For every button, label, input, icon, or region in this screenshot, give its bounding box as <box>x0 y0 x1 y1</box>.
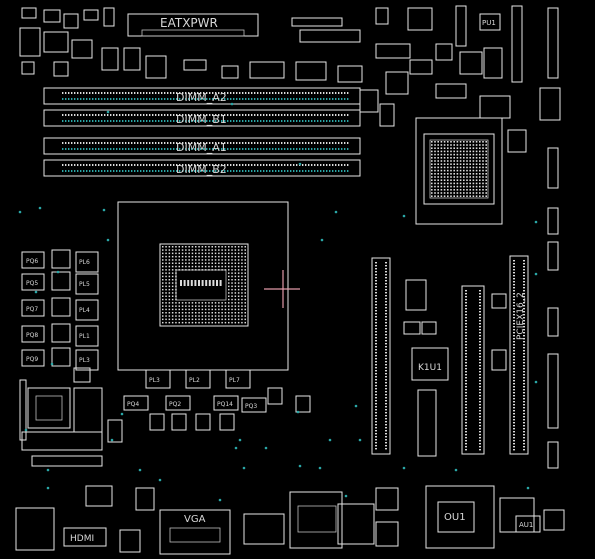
choke <box>75 349 99 371</box>
pl-label: PL5 <box>79 281 90 288</box>
dimm-label: DIMM_A2 <box>176 91 227 104</box>
pq-label: PQ3 <box>245 403 257 410</box>
choke <box>185 369 211 389</box>
mosfet <box>21 273 45 291</box>
labels: EATXPWR PU1 K1U1 OU1 AU1 HDMI VGA PCIEX1… <box>70 16 533 544</box>
mosfet <box>51 323 71 343</box>
pl-label: PL6 <box>79 259 90 266</box>
label-ou1: OU1 <box>444 512 466 523</box>
pq-label: PQ6 <box>26 258 38 265</box>
dimm-label: DIMM_B2 <box>176 163 227 176</box>
label-pcie: PCIEX16_2 <box>516 292 526 340</box>
dimm-slot <box>43 137 361 155</box>
mosfet <box>267 387 283 405</box>
pl-label: PL2 <box>189 377 200 384</box>
mosfet <box>165 395 191 411</box>
top-connectors <box>21 5 559 83</box>
pq-label: PQ9 <box>26 356 38 363</box>
mosfet <box>171 413 187 431</box>
choke <box>225 369 251 389</box>
lower-left-components <box>19 379 123 467</box>
mosfet <box>295 395 311 413</box>
chip-k1u1-group <box>403 321 449 457</box>
pq-label: PQ14 <box>217 401 233 408</box>
pq-label: PQ2 <box>169 401 181 408</box>
mosfet <box>21 325 45 343</box>
mosfet <box>51 297 71 317</box>
mosfet <box>241 397 267 413</box>
mosfet <box>195 413 211 431</box>
pl-label: PL3 <box>149 377 160 384</box>
right-edge-headers <box>547 147 559 469</box>
choke <box>75 299 99 321</box>
mosfet <box>51 249 71 269</box>
bottom-row-components <box>15 485 565 555</box>
upper-left-components <box>19 27 363 83</box>
label-pu1: PU1 <box>482 19 496 27</box>
choke <box>75 251 99 273</box>
chip-k1u1 <box>411 347 449 381</box>
chipset-bga <box>415 117 503 225</box>
pl-label: PL3 <box>79 357 90 364</box>
mosfet <box>149 413 165 431</box>
test-points <box>18 102 538 502</box>
mosfet <box>219 413 235 431</box>
pq-label: PQ8 <box>26 332 38 339</box>
choke <box>145 369 171 389</box>
upper-right-components <box>359 43 561 153</box>
label-k1u1: K1U1 <box>418 363 442 373</box>
choke <box>75 273 99 295</box>
pl-label: PL4 <box>79 307 90 314</box>
dimm-slot <box>43 159 361 177</box>
pcie-slots <box>371 255 529 455</box>
pq-label: PQ7 <box>26 306 38 313</box>
cpu-socket <box>117 201 300 371</box>
pl-label: PL1 <box>79 333 90 340</box>
mosfet <box>21 299 45 317</box>
choke <box>75 325 99 347</box>
pq-label: PQ5 <box>26 280 38 287</box>
dimm-label: DIMM_B1 <box>176 113 227 126</box>
label-atx-power: EATXPWR <box>160 16 218 30</box>
pq-label: PQ4 <box>127 401 139 408</box>
mosfet <box>21 349 45 367</box>
dimm-label: DIMM_A1 <box>176 141 227 154</box>
vga-connector <box>159 509 231 555</box>
pcie-slot <box>461 285 485 455</box>
mosfet <box>213 395 239 411</box>
pcie-slot <box>509 255 529 455</box>
chip-ou1 <box>437 501 475 533</box>
pl-label: PL7 <box>229 377 240 384</box>
label-au1: AU1 <box>519 521 533 529</box>
mosfet <box>21 251 45 269</box>
hdmi-connector <box>63 527 107 547</box>
mosfet <box>51 347 71 367</box>
mosfet <box>51 271 71 291</box>
label-hdmi: HDMI <box>70 534 94 544</box>
dimm-slot <box>43 109 361 127</box>
chip-au1 <box>515 515 541 533</box>
pcie-slot <box>371 257 391 455</box>
mosfet <box>123 395 149 411</box>
mosfet <box>73 367 91 383</box>
label-vga: VGA <box>184 514 206 525</box>
